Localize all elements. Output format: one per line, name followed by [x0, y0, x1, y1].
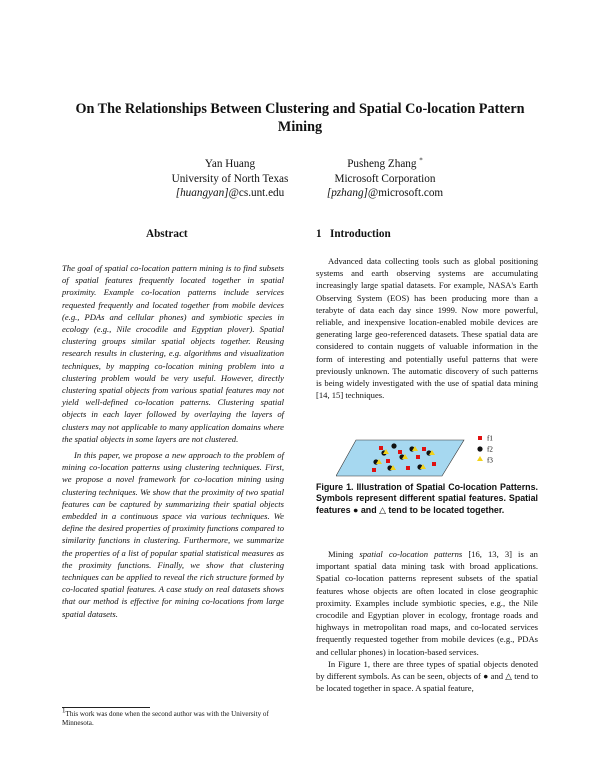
legend-f3-label: f3 [487, 457, 493, 465]
intro-paragraph-1-block: Advanced data collecting tools such as g… [316, 255, 538, 401]
intro-paragraph-3: In Figure 1, there are three types of sp… [316, 658, 538, 694]
legend-f2-symbol [477, 446, 483, 452]
title-line-2: Mining [277, 119, 323, 135]
figure-1: f1 f2 f3 [336, 435, 493, 477]
author-affiliation: Microsoft Corporation [334, 172, 436, 185]
legend-f1-symbol [478, 436, 482, 440]
author-affiliation: University of North Texas [171, 172, 289, 185]
caption-symbol-triangle: △ [379, 504, 386, 515]
email-domain: @microsoft.com [367, 187, 444, 199]
caption-text-b: tend to be located together. [385, 504, 505, 515]
paper-title: On The Relationships Between Clustering … [62, 100, 538, 136]
figure-caption: Figure 1. Illustration of Spatial Co-loc… [316, 482, 538, 516]
section-title: Introduction [329, 228, 391, 240]
legend-f1-label: f1 [487, 435, 493, 443]
intro-paragraph-1: Advanced data collecting tools such as g… [316, 256, 538, 401]
figure-legend: f1 f2 f3 [477, 435, 493, 465]
footnote-marker: * [419, 156, 423, 165]
caption-text-a: Figure 1. Illustration of Spatial Co-loc… [316, 482, 538, 515]
author-block-2: Pusheng Zhang * Microsoft Corporation [p… [300, 157, 470, 201]
footnote-rule [62, 707, 150, 708]
intro-p2-text-b: [16, 13, 3] is an important spatial data… [316, 549, 538, 657]
title-line-1: On The Relationships Between Clustering … [75, 101, 525, 117]
author-name-text: Pusheng Zhang [347, 158, 417, 170]
section-heading: 1 Introduction [316, 228, 391, 240]
footnote-number: 1 [62, 706, 66, 715]
author-block-1: Yan Huang University of North Texas [hua… [145, 157, 315, 201]
intro-p2-text-a: Mining [328, 549, 360, 559]
legend-f2-label: f2 [487, 446, 493, 454]
f3-points [376, 446, 435, 470]
section-number: 1 [316, 228, 322, 240]
legend-f3-symbol [477, 456, 483, 461]
author-name: Yan Huang [204, 158, 256, 170]
abstract-body: The goal of spatial co-location pattern … [62, 262, 284, 620]
caption-symbol-circle: ● [353, 504, 359, 515]
abstract-paragraph-2: In this paper, we propose a new approach… [62, 450, 284, 619]
abstract-paragraph-1: The goal of spatial co-location pattern … [62, 263, 284, 444]
abstract-heading: Abstract [146, 228, 188, 240]
footnote: 1This work was done when the second auth… [62, 706, 286, 728]
footnote-text: This work was done when the second autho… [62, 710, 269, 728]
author-name: Pusheng Zhang * [300, 157, 470, 172]
caption-and: and [358, 504, 380, 515]
intro-paragraph-2: Mining spatial co-location patterns [16,… [316, 548, 538, 658]
f1-points [372, 446, 436, 472]
email-user: [huangyan] [175, 187, 229, 199]
intro-p2-italic: spatial co-location patterns [359, 549, 463, 559]
email-user: [pzhang] [326, 187, 368, 199]
intro-body-continued: Mining spatial co-location patterns [16,… [316, 548, 538, 694]
email-domain: @cs.unt.edu [228, 187, 285, 199]
author-email: [huangyan]@cs.unt.edu [145, 186, 315, 201]
author-email: [pzhang]@microsoft.com [300, 186, 470, 201]
